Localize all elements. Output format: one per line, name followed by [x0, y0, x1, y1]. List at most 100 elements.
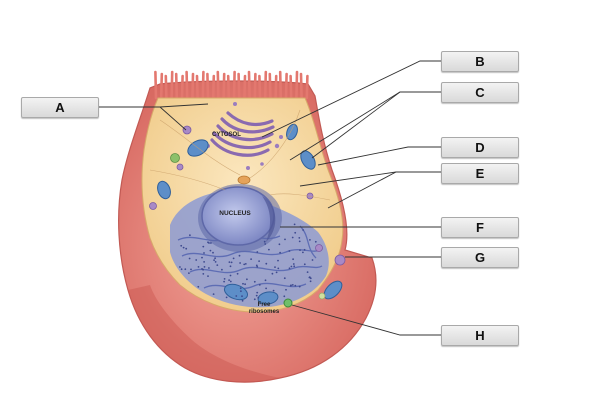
ribosome-dot [228, 279, 231, 281]
ribosome-dot [189, 234, 191, 237]
ribosome-dot [306, 271, 309, 273]
ribosome-dot [311, 259, 314, 261]
microvillus [170, 70, 174, 100]
ribosome-dot [185, 247, 188, 250]
vesicles [149, 125, 346, 266]
ribosome-dot [201, 256, 203, 259]
ribosome-dot [288, 267, 291, 270]
ribosome-dot [303, 248, 306, 251]
microvillus [305, 74, 309, 100]
microvillus [253, 72, 257, 100]
ribosome-dot [229, 280, 232, 283]
leader-lines [97, 60, 441, 336]
ribosome-dot [229, 265, 232, 268]
label-box-d[interactable]: D [441, 137, 519, 158]
ribosome-dot [298, 285, 301, 288]
ribosome-dot [228, 261, 231, 263]
ribosome-dot [291, 236, 294, 239]
microvillus [226, 74, 231, 100]
microvillus [191, 72, 195, 100]
ribosome-dot [203, 252, 205, 254]
golgi-apparatus [210, 111, 275, 157]
ribosome-dot [202, 245, 205, 248]
leader-line-b [261, 60, 441, 138]
ribosome-dot [212, 251, 214, 254]
ribosome-dot [264, 243, 267, 245]
microvillus [243, 74, 247, 100]
microvillus [237, 72, 241, 100]
ribosome-dot [207, 275, 209, 277]
microvillus [232, 70, 236, 100]
ribosome-dot [256, 291, 259, 294]
microvillus [289, 74, 293, 100]
ribosome-dot [253, 298, 256, 301]
ribosome-dot [241, 299, 244, 302]
mitochondrion [323, 280, 343, 300]
microvillus [216, 70, 220, 100]
ribosome-dot [221, 268, 223, 271]
leader-line-d [317, 146, 441, 166]
cell-membrane-shading [128, 285, 280, 383]
ribosome-dot [214, 257, 217, 260]
ribosome-dot [263, 240, 266, 243]
ribosome-dot [243, 263, 246, 266]
ribosome-dot [284, 238, 286, 241]
free-ribosome [283, 298, 293, 308]
ribosome-dot [290, 284, 292, 287]
ribosome-dot [256, 265, 259, 268]
ribosome-dot [293, 265, 296, 268]
label-box-f[interactable]: F [441, 217, 519, 238]
ribosome-dot [303, 263, 306, 266]
ribosome-dot [271, 272, 274, 275]
label-box-a[interactable]: A [21, 97, 99, 118]
ribosome-dot [283, 295, 286, 298]
ribosome-dot [255, 294, 258, 297]
label-box-h[interactable]: H [441, 325, 519, 346]
microvillus [278, 70, 283, 100]
cytoskeleton [149, 109, 331, 201]
leader-line-c [311, 91, 401, 159]
ribosome-dot [264, 279, 267, 282]
mitochondrion [157, 180, 171, 200]
ribosome-dot [214, 261, 217, 263]
ribosome-dot [309, 280, 312, 283]
ribosome-dot [275, 271, 278, 274]
ribosome-dot [223, 280, 226, 283]
ribosome-dot [240, 290, 242, 293]
ribosome-dot [258, 284, 261, 286]
ribosome-dot [244, 283, 247, 286]
leader-line-e [327, 171, 397, 209]
ribosome-dot [265, 262, 268, 265]
ribosome-dot [268, 248, 270, 251]
microvillus [268, 72, 272, 100]
ribosome-dot [292, 258, 294, 261]
ribosome-dot [298, 237, 301, 239]
ribosome-dot [188, 272, 190, 274]
label-box-e[interactable]: E [441, 163, 519, 184]
ribosome-dot [184, 268, 187, 271]
ribosome-dot [250, 258, 253, 260]
microvillus [164, 74, 168, 100]
ribosome-dot [265, 287, 267, 290]
free-ribosome [318, 292, 326, 300]
label-box-b[interactable]: B [441, 51, 519, 72]
ribosome-dot [302, 229, 304, 231]
centrosome [237, 175, 251, 185]
ribosome-dot [203, 266, 206, 268]
ribosome-dot [288, 250, 291, 252]
ribosome-dot [208, 267, 210, 269]
microvillus [299, 72, 303, 100]
ribosome-dot [213, 259, 216, 261]
mitochondrion [257, 291, 279, 305]
ribosome-dot [202, 268, 205, 271]
ribosome-dots [179, 223, 317, 302]
ribosome-dot [179, 266, 181, 268]
label-box-c[interactable]: C [441, 82, 519, 103]
ribosome-dot [239, 262, 242, 264]
microvillus [274, 74, 278, 100]
ribosome-dot [241, 295, 243, 298]
mitochondrion [286, 123, 298, 141]
microvillus [201, 70, 205, 100]
label-box-g[interactable]: G [441, 247, 519, 268]
